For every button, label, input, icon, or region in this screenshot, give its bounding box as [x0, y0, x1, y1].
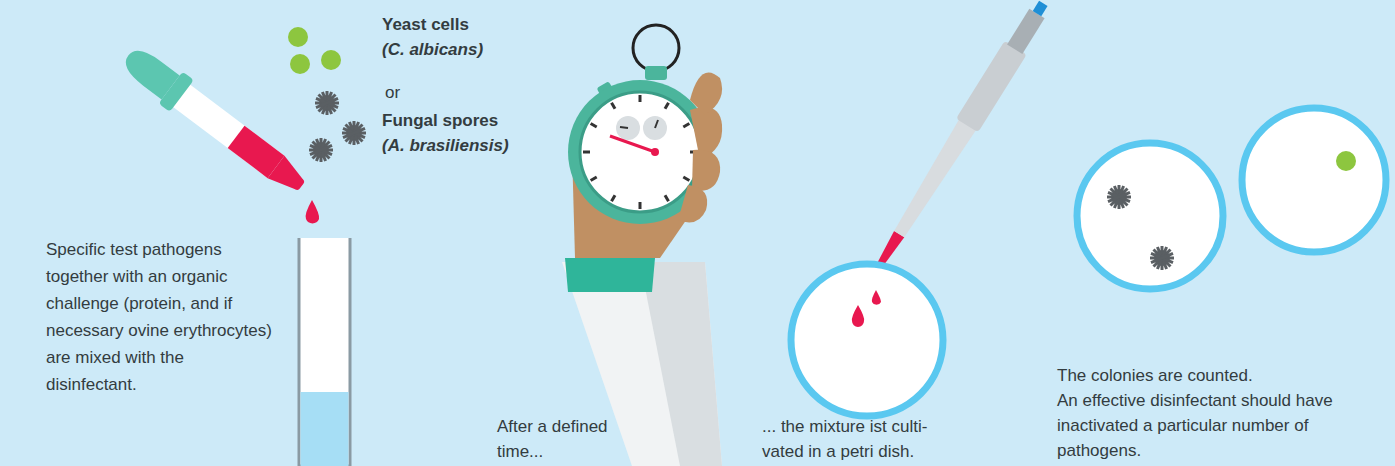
drop	[306, 200, 320, 223]
tick-mark	[683, 177, 689, 181]
step-caption: The colonies are counted.	[1057, 363, 1389, 388]
tick-mark	[591, 177, 597, 181]
tick-mark	[591, 124, 597, 128]
tick-mark	[639, 95, 642, 102]
colony-dishes	[1077, 108, 1386, 289]
tick-mark	[665, 195, 669, 201]
tick-mark	[583, 151, 590, 154]
test-tube	[299, 238, 350, 466]
hand-with-stopwatch	[562, 25, 722, 466]
organism-name: Yeast cells	[382, 12, 582, 37]
species-name: (C. albicans)	[382, 37, 582, 62]
step-caption: Specific test pathogens together with an…	[46, 236, 272, 398]
step-caption: An effective disinfectant should have in…	[1057, 388, 1389, 463]
connector-word: or	[385, 80, 445, 105]
petri-dish	[791, 264, 943, 416]
pipette	[867, 0, 1054, 275]
fungal-spores	[309, 91, 366, 162]
yeast-cells	[288, 27, 341, 74]
tick-mark	[665, 103, 669, 109]
tick-mark	[683, 124, 689, 128]
tick-mark	[612, 103, 616, 109]
tick-mark	[639, 202, 642, 209]
tick-mark	[612, 195, 616, 201]
step-caption: ... the mixture ist culti- vated in a pe…	[762, 414, 962, 464]
dropper	[116, 40, 313, 203]
species-name: (A. brasiliensis)	[382, 133, 582, 158]
organism-name: Fungal spores	[382, 108, 582, 133]
step-caption: After a defined time...	[497, 414, 625, 464]
